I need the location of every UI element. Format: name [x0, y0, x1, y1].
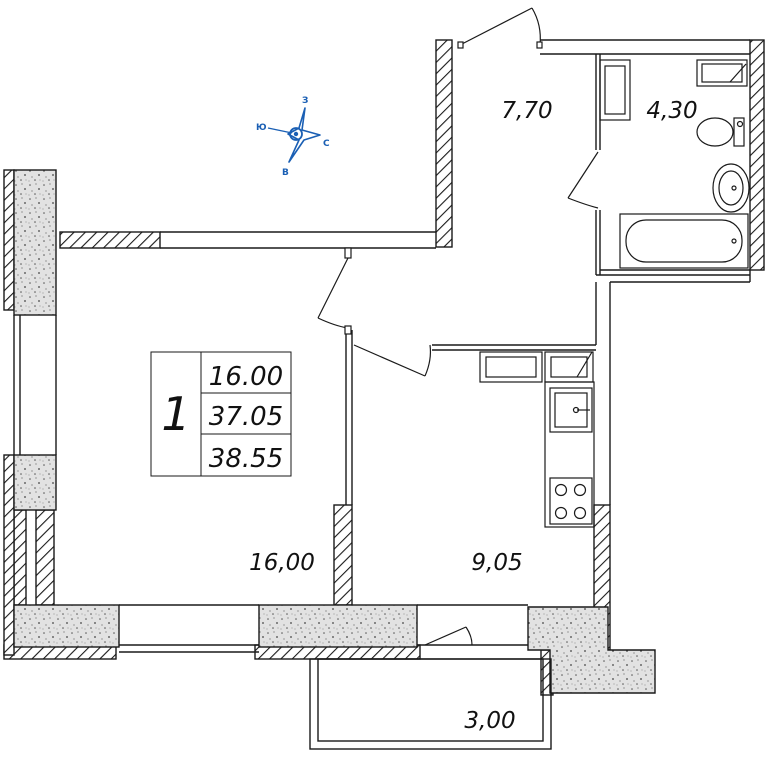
room-area-bathroom: 4,30	[646, 98, 697, 124]
kitchen-fixtures	[479, 351, 595, 528]
wall-left-outer-lower	[3, 454, 15, 656]
stone-wall-left-mid	[13, 454, 57, 511]
balcony-inner	[317, 658, 544, 742]
compass-north: З	[302, 96, 308, 106]
room-area-balcony: 3,00	[464, 708, 515, 734]
compass-south: В	[282, 168, 289, 178]
wall-left-outer	[3, 169, 15, 311]
rooms-count: 1	[161, 387, 190, 441]
doors	[317, 7, 599, 646]
wall-partition-living	[333, 504, 353, 606]
balcony-outline	[309, 658, 552, 750]
wall-top-left	[59, 231, 161, 249]
sink-icon	[712, 163, 750, 213]
washing-machine	[599, 59, 631, 121]
room-area-hallway: 7,70	[501, 98, 552, 124]
total-area-with-balcony-value: 38.55	[209, 444, 283, 474]
area-summary-table	[150, 351, 292, 477]
compass-east: С	[323, 139, 330, 149]
stone-walls	[13, 169, 656, 694]
wall-top-right	[749, 39, 765, 271]
total-area-value: 37.05	[209, 402, 283, 432]
wall-left-lower-b	[35, 509, 55, 606]
room-area-living: 16,00	[249, 550, 315, 576]
stone-wall-bottom-left	[13, 604, 120, 648]
bathroom-fixtures	[599, 59, 750, 269]
wall-left-lower-a	[13, 509, 27, 606]
bathtub-icon	[619, 213, 749, 269]
kitchen-counter	[544, 381, 595, 528]
stone-wall-left-top	[13, 169, 57, 316]
stove-icon	[549, 477, 593, 525]
wall-top-middle	[435, 39, 453, 248]
stone-wall-bottom-right	[527, 606, 656, 694]
compass-west: Ю	[256, 123, 267, 133]
kitchen-cabinet	[479, 351, 543, 383]
living-area-value: 16.00	[209, 362, 283, 392]
hatched-walls	[3, 39, 765, 696]
stone-wall-bottom-center	[258, 604, 418, 648]
kitchen-sink-icon	[549, 387, 593, 433]
compass-icon: З С В Ю	[256, 96, 330, 178]
thin-walls	[13, 39, 751, 750]
bathroom-cabinet	[696, 59, 748, 87]
toilet-icon	[696, 117, 745, 147]
room-area-kitchen: 9,05	[471, 550, 522, 576]
